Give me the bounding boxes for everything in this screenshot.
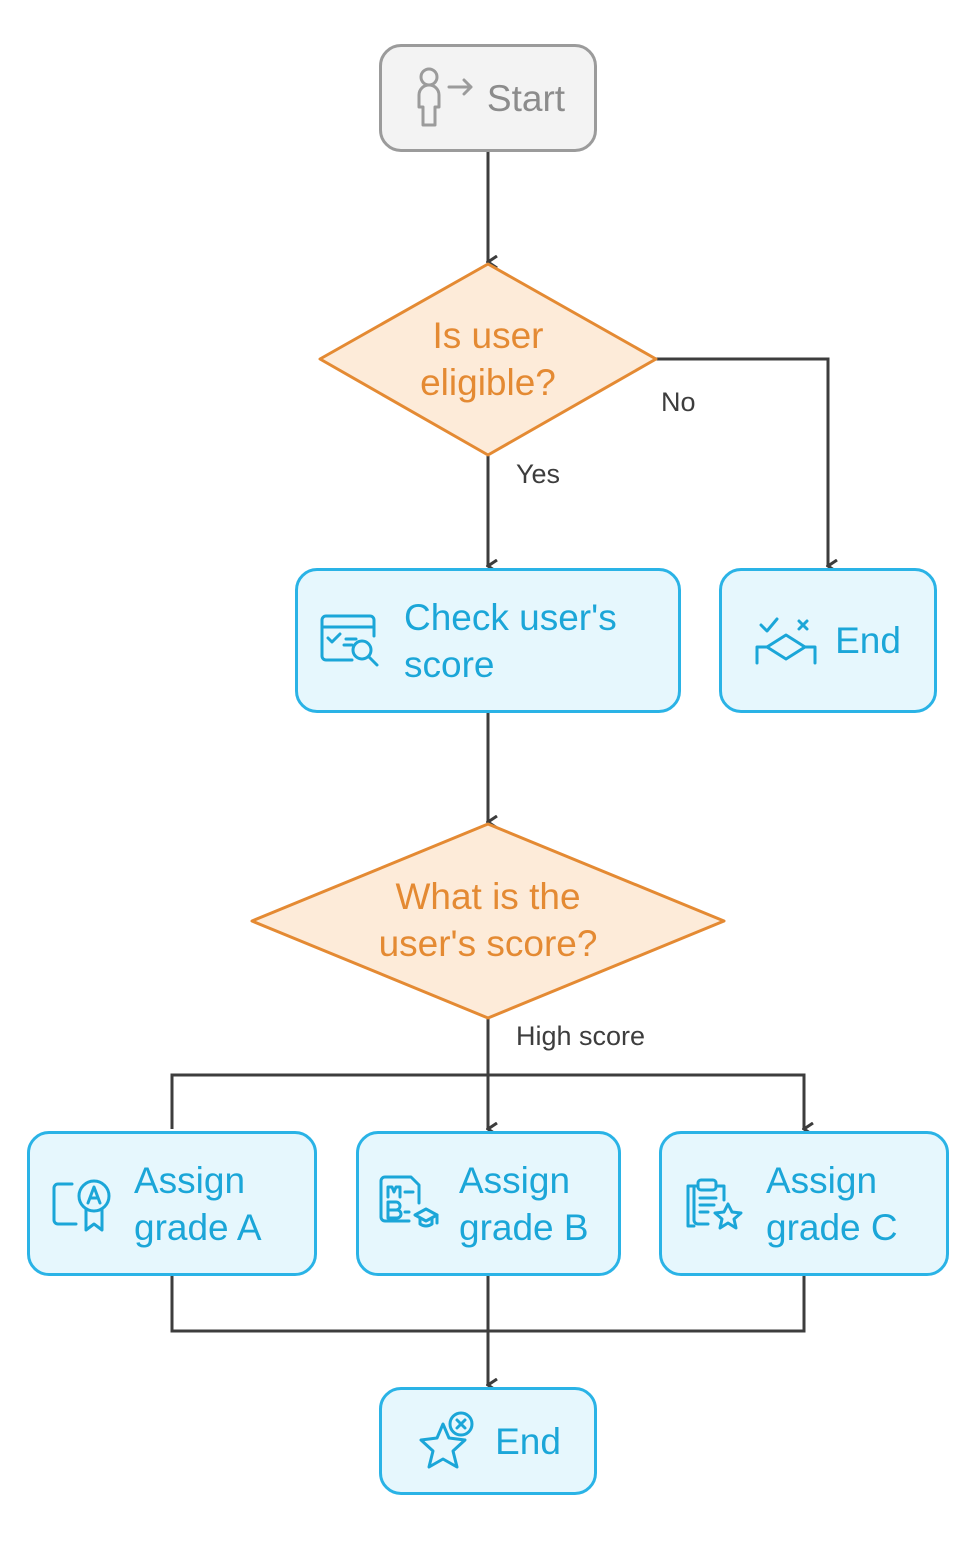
assign-grade-b-line1: Assign — [459, 1159, 571, 1201]
decision-eligible-shape — [318, 262, 658, 457]
decision-score-label: What is the user's score? — [290, 873, 686, 967]
decision-eligible-label: Is user eligible? — [340, 312, 636, 406]
edge-eligible-no — [656, 357, 828, 566]
assign-grade-c-line1: Assign — [766, 1159, 878, 1201]
assign-grade-b-node[interactable]: Assign grade B — [356, 1131, 621, 1276]
check-score-label: Check user's score — [404, 594, 617, 688]
assign-grade-b-line2: grade B — [459, 1206, 589, 1248]
decision-eligible-line2: eligible? — [420, 362, 556, 403]
assign-grade-a-label: Assign grade A — [134, 1157, 262, 1251]
star-cross-icon — [415, 1410, 477, 1472]
start-label: Start — [486, 77, 566, 119]
assign-grade-c-label: Assign grade C — [766, 1157, 898, 1251]
user-arrow-icon — [411, 67, 473, 129]
assign-grade-a-line2: grade A — [134, 1206, 262, 1248]
score-check-icon — [320, 614, 380, 668]
end-cross-icon — [755, 617, 817, 665]
assign-grade-a-node[interactable]: Assign grade A — [27, 1131, 317, 1276]
decision-score-line2: user's score? — [378, 923, 598, 964]
assign-grade-a-line1: Assign — [134, 1159, 246, 1201]
start-node[interactable]: Start — [379, 44, 597, 152]
edge-label-yes: Yes — [516, 459, 561, 489]
decision-score-shape — [250, 822, 726, 1020]
check-score-node[interactable]: Check user's score — [295, 568, 681, 713]
end-final-node[interactable]: End — [379, 1387, 597, 1495]
edge-label-high-score: High score — [516, 1021, 646, 1051]
end-not-eligible-node[interactable]: End — [719, 568, 937, 713]
assign-grade-b-label: Assign grade B — [459, 1157, 589, 1251]
decision-eligible-line1: Is user — [432, 315, 544, 356]
check-score-line2: score — [404, 643, 495, 685]
certificate-a-icon — [52, 1174, 114, 1234]
assign-grade-c-node[interactable]: Assign grade C — [659, 1131, 949, 1276]
grade-list-icon — [379, 1175, 439, 1233]
clipboard-star-icon — [684, 1174, 746, 1234]
end-final-label: End — [495, 1420, 561, 1462]
assign-grade-c-line2: grade C — [766, 1206, 898, 1248]
check-score-line1: Check user's — [404, 596, 617, 638]
edge-label-no: No — [661, 387, 696, 417]
end-not-eligible-label: End — [835, 620, 901, 661]
decision-score-line1: What is the — [395, 876, 581, 917]
